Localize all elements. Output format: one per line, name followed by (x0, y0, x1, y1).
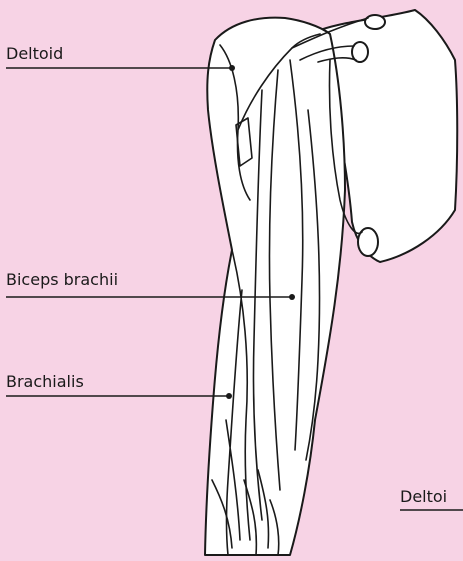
deltoid-marker (229, 65, 235, 71)
label-deltoid-right: Deltoi (400, 488, 447, 506)
brachialis-marker (226, 393, 232, 399)
label-brachialis: Brachialis (6, 373, 84, 391)
label-biceps-brachii: Biceps brachii (6, 271, 118, 289)
label-deltoid: Deltoid (6, 45, 63, 63)
biceps-marker (289, 294, 295, 300)
tendon-end-upper (365, 15, 385, 29)
